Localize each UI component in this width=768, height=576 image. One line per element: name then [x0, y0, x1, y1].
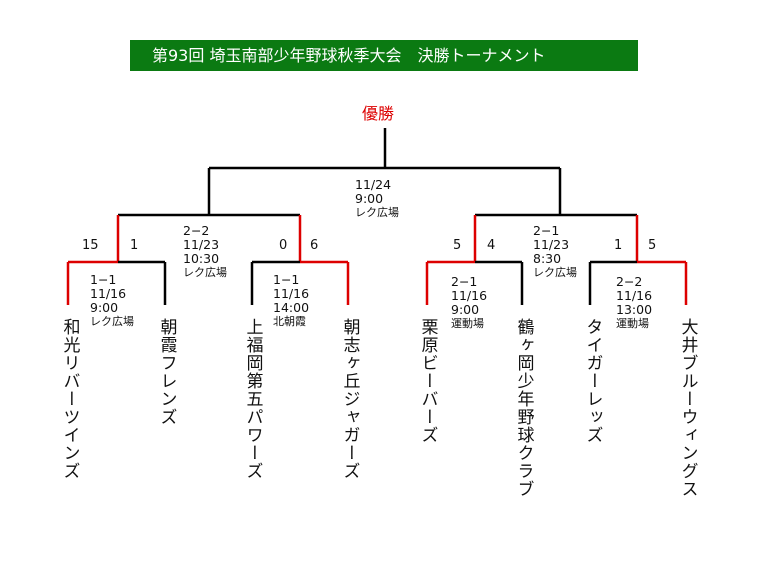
round1-match-1-info: 1−1 11/16 9:00 レク広場 — [90, 273, 134, 329]
score: 5 — [453, 238, 462, 253]
match-time: 9:00 — [90, 300, 119, 315]
match-date: 11/23 — [533, 237, 570, 252]
match-time: 14:00 — [273, 300, 310, 315]
match-venue: レク広場 — [533, 266, 577, 279]
final-time: 9:00 — [355, 191, 384, 206]
match-result: 2−2 — [616, 274, 643, 289]
score: 0 — [279, 238, 288, 253]
score: 5 — [648, 238, 657, 253]
match-result: 1−1 — [273, 272, 300, 287]
match-result: 2−1 — [451, 274, 478, 289]
match-time: 9:00 — [451, 302, 480, 317]
team-name: 上福岡第五パワーズ — [242, 318, 263, 480]
round1-match-3-info: 2−1 11/16 9:00 運動場 — [451, 275, 487, 331]
match-venue: レク広場 — [90, 315, 134, 328]
team-name: 朝霞フレンズ — [156, 318, 177, 426]
match-venue: 北朝霞 — [273, 315, 306, 328]
champion-label: 優勝 — [362, 104, 395, 123]
semifinal-1-info: 2−2 11/23 10:30 レク広場 — [183, 224, 227, 280]
match-venue: レク広場 — [183, 266, 227, 279]
score: 1 — [130, 238, 139, 253]
semifinal-2-info: 2−1 11/23 8:30 レク広場 — [533, 224, 577, 280]
final-date: 11/24 — [355, 177, 392, 192]
match-date: 11/16 — [273, 286, 310, 301]
team-name: 和光リバーツインズ — [59, 318, 80, 480]
team-name: 朝志ヶ丘ジャガーズ — [339, 318, 360, 480]
match-result: 2−1 — [533, 223, 560, 238]
match-date: 11/16 — [451, 288, 488, 303]
match-venue: 運動場 — [616, 317, 649, 330]
score: 15 — [82, 238, 99, 253]
match-result: 1−1 — [90, 272, 117, 287]
match-date: 11/16 — [90, 286, 127, 301]
match-time: 10:30 — [183, 251, 220, 266]
match-date: 11/23 — [183, 237, 220, 252]
match-venue: 運動場 — [451, 317, 484, 330]
team-name: タイガーレッズ — [582, 318, 603, 444]
team-name: 鶴ヶ岡少年野球クラブ — [513, 318, 534, 498]
match-result: 2−2 — [183, 223, 210, 238]
round1-match-2-info: 1−1 11/16 14:00 北朝霞 — [273, 273, 309, 329]
score: 4 — [487, 238, 496, 253]
match-time: 8:30 — [533, 251, 562, 266]
score: 1 — [614, 238, 623, 253]
final-venue: レク広場 — [355, 206, 399, 219]
final-info: 11/24 9:00 レク広場 — [355, 178, 399, 220]
score: 6 — [310, 238, 319, 253]
page-title: 第93回 埼玉南部少年野球秋季大会 決勝トーナメント — [130, 40, 638, 71]
team-name: 栗原ビーバーズ — [417, 318, 438, 444]
match-time: 13:00 — [616, 302, 653, 317]
match-date: 11/16 — [616, 288, 653, 303]
team-name: 大井ブルーウィングス — [677, 318, 698, 498]
round1-match-4-info: 2−2 11/16 13:00 運動場 — [616, 275, 652, 331]
